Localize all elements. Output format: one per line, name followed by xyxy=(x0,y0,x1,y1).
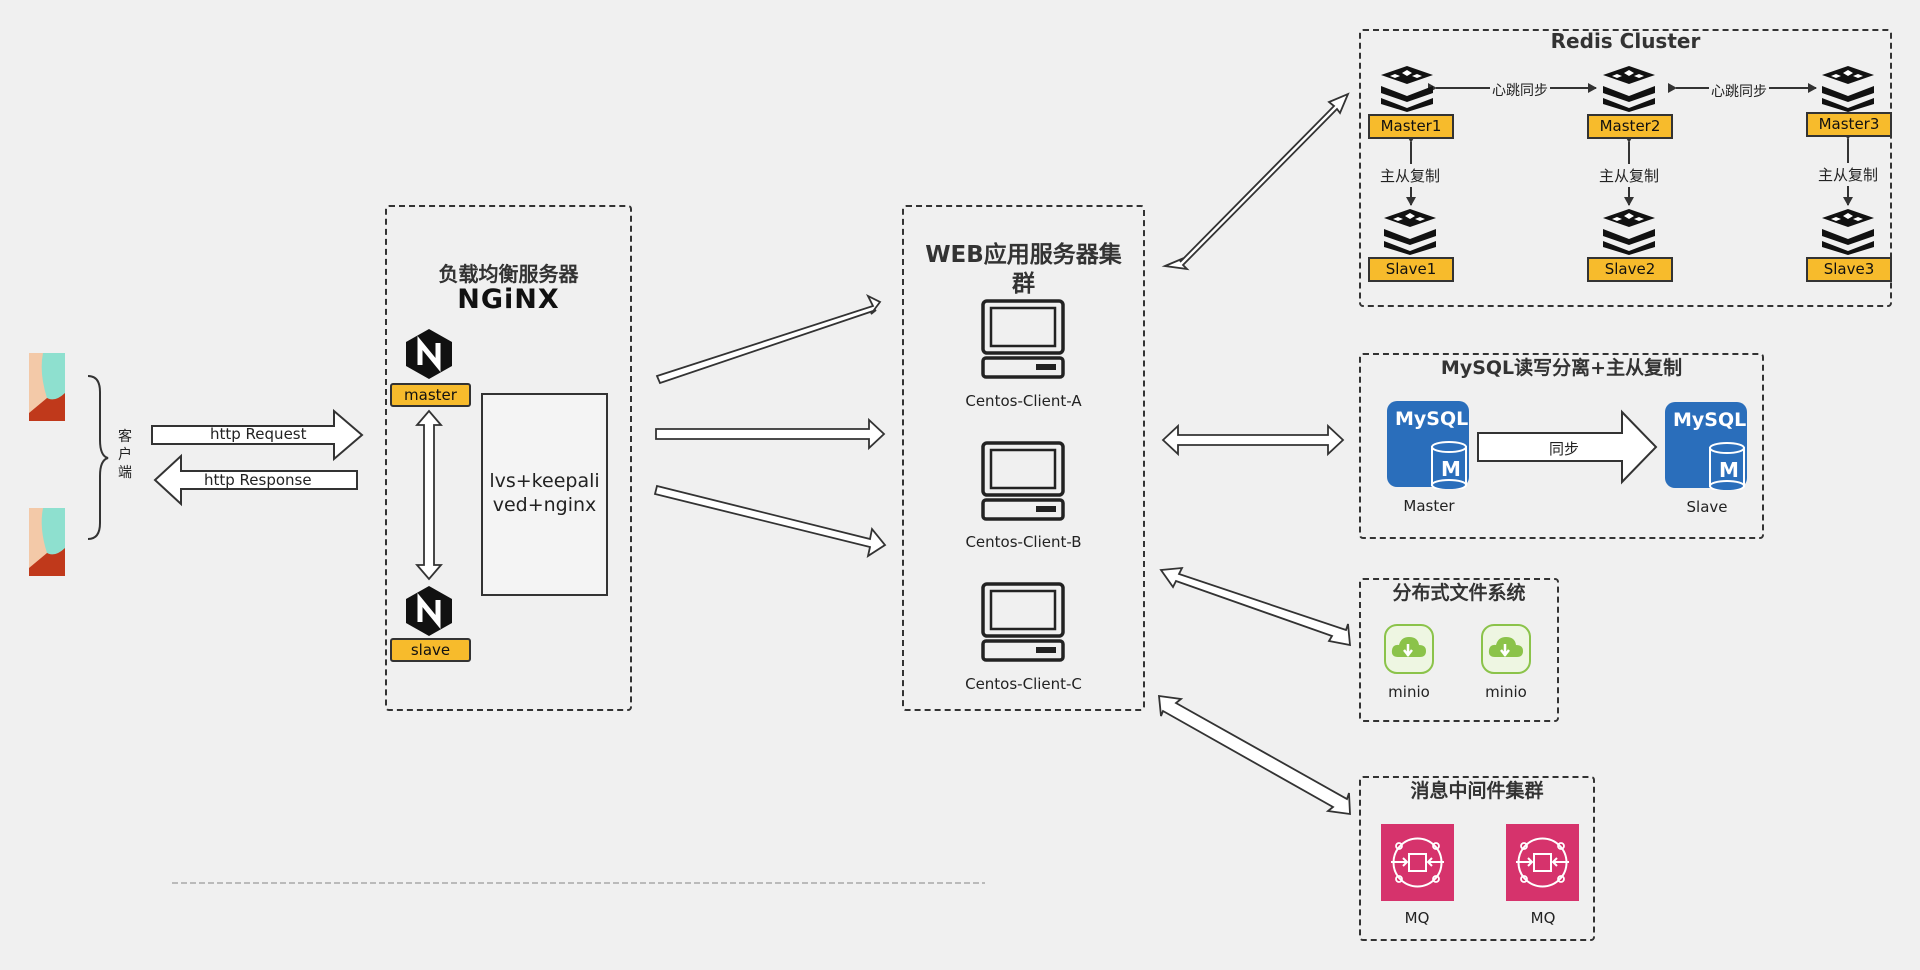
redis-slave1-icon xyxy=(1382,207,1438,255)
web-dfs-arrow xyxy=(1159,566,1352,647)
http-request-label: http Request xyxy=(210,425,307,443)
mq-node-2-label: MQ xyxy=(1530,909,1556,927)
mysql-master-logo-text: MySQL xyxy=(1395,408,1469,430)
heartbeat-label-1: 心跳同步 xyxy=(1490,80,1550,100)
mysql-sync-label: 同步 xyxy=(1549,440,1580,458)
web-mq-arrow xyxy=(1157,694,1351,816)
http-request-arrow xyxy=(151,408,364,462)
mysql-master-icon xyxy=(1387,401,1471,491)
replication-label-2: 主从复制 xyxy=(1599,164,1660,187)
minio-node-1-icon xyxy=(1384,624,1434,674)
load-balancer-box xyxy=(385,205,632,711)
client-avatar-1 xyxy=(29,353,65,421)
redis-master2-icon xyxy=(1601,64,1657,112)
mysql-db-icon xyxy=(1387,401,1469,491)
redis-slave3-tag: Slave3 xyxy=(1806,257,1892,282)
server-computer-icon xyxy=(981,441,1065,521)
load-balancer-title: 负载均衡服务器 xyxy=(438,262,579,286)
redis-cluster-title: Redis Cluster xyxy=(1550,29,1701,53)
mysql-db-icon xyxy=(1665,402,1747,492)
lvs-keepalived-line1: lvs+keepali xyxy=(489,470,600,492)
lvs-keepalived-line2: ved+nginx xyxy=(492,494,597,516)
client-brace xyxy=(87,375,109,540)
redis-slave2-icon xyxy=(1601,207,1657,255)
client-avatar-2 xyxy=(29,508,65,576)
redis-stack-icon xyxy=(1603,66,1655,112)
redis-stack-icon xyxy=(1603,209,1655,255)
lb-to-web-arrow-2 xyxy=(655,417,886,451)
mysql-box xyxy=(1359,353,1764,539)
mq-node-1-label: MQ xyxy=(1404,909,1430,927)
redis-master2-tag: Master2 xyxy=(1587,114,1673,139)
minio-node-2-icon xyxy=(1481,624,1531,674)
web-mysql-arrow xyxy=(1161,423,1345,457)
redis-slave2-tag: Slave2 xyxy=(1587,257,1673,282)
redis-stack-icon xyxy=(1384,209,1436,255)
mq-node-2-icon xyxy=(1506,824,1579,901)
minio-node-2-label: minio xyxy=(1485,683,1527,701)
http-response-arrow xyxy=(153,453,358,507)
http-response-label: http Response xyxy=(204,471,312,489)
replication-label-3: 主从复制 xyxy=(1818,163,1879,186)
mysql-title: MySQL读写分离+主从复制 xyxy=(1440,357,1683,379)
redis-stack-icon xyxy=(1822,209,1874,255)
redis-master3-icon xyxy=(1820,64,1876,112)
redis-master1-tag: Master1 xyxy=(1368,114,1454,139)
lb-to-web-arrow-3 xyxy=(653,484,887,558)
nginx-slave-tag: slave xyxy=(390,638,471,662)
nginx-slave-icon xyxy=(404,585,454,637)
minio-cloud-icon xyxy=(1481,624,1531,674)
lb-to-web-arrow-1 xyxy=(655,293,882,385)
web-server-b-label: Centos-Client-B xyxy=(965,533,1082,551)
nginx-master-tag: master xyxy=(390,383,471,407)
mysql-sync-arrow xyxy=(1477,409,1658,485)
redis-slave1-tag: Slave1 xyxy=(1368,257,1454,282)
web-cluster-title-line2: 群 xyxy=(1012,271,1035,297)
mq-node-1-icon xyxy=(1381,824,1454,901)
mysql-slave-badge: M xyxy=(1719,458,1739,482)
mysql-slave-icon xyxy=(1665,402,1749,492)
minio-node-1-label: minio xyxy=(1388,683,1430,701)
mysql-slave-label: Slave xyxy=(1686,498,1728,516)
replication-label-1: 主从复制 xyxy=(1380,164,1441,187)
nginx-master-icon xyxy=(404,328,454,380)
web-server-c-label: Centos-Client-C xyxy=(965,675,1082,693)
client-label: 客户端 xyxy=(118,429,132,481)
mysql-master-label: Master xyxy=(1403,497,1455,515)
web-server-a-icon xyxy=(980,298,1066,380)
mysql-slave-logo-text: MySQL xyxy=(1673,409,1747,431)
redis-stack-icon xyxy=(1822,66,1874,112)
redis-master3-tag: Master3 xyxy=(1806,112,1892,137)
mysql-master-badge: M xyxy=(1441,457,1461,481)
web-cluster-box xyxy=(902,205,1145,711)
mq-queue-icon xyxy=(1506,824,1579,901)
mq-box xyxy=(1359,776,1595,941)
avatar-image xyxy=(29,508,65,576)
mq-queue-icon xyxy=(1381,824,1454,901)
web-server-c-icon xyxy=(980,581,1066,663)
mq-title: 消息中间件集群 xyxy=(1410,780,1544,802)
web-server-b-icon xyxy=(980,440,1066,522)
nginx-logo-icon xyxy=(406,329,452,379)
web-cluster-title-line1: WEB应用服务器集 xyxy=(925,242,1122,268)
redis-stack-icon xyxy=(1381,66,1433,112)
lvs-keepalived-box xyxy=(481,393,608,596)
nginx-logo-icon xyxy=(406,586,452,636)
minio-cloud-icon xyxy=(1384,624,1434,674)
redis-cluster-box xyxy=(1359,29,1892,307)
dfs-box xyxy=(1359,578,1559,722)
web-server-a-label: Centos-Client-A xyxy=(965,392,1082,410)
nginx-ha-arrow xyxy=(415,409,443,581)
redis-master1-icon xyxy=(1379,64,1435,112)
server-computer-icon xyxy=(981,582,1065,662)
heartbeat-label-2: 心跳同步 xyxy=(1709,81,1769,101)
server-computer-icon xyxy=(981,299,1065,379)
avatar-image xyxy=(29,353,65,421)
dfs-title: 分布式文件系统 xyxy=(1392,582,1526,604)
web-redis-arrow xyxy=(1161,92,1350,271)
redis-slave3-icon xyxy=(1820,207,1876,255)
nginx-logo: NGiNX xyxy=(457,284,560,315)
